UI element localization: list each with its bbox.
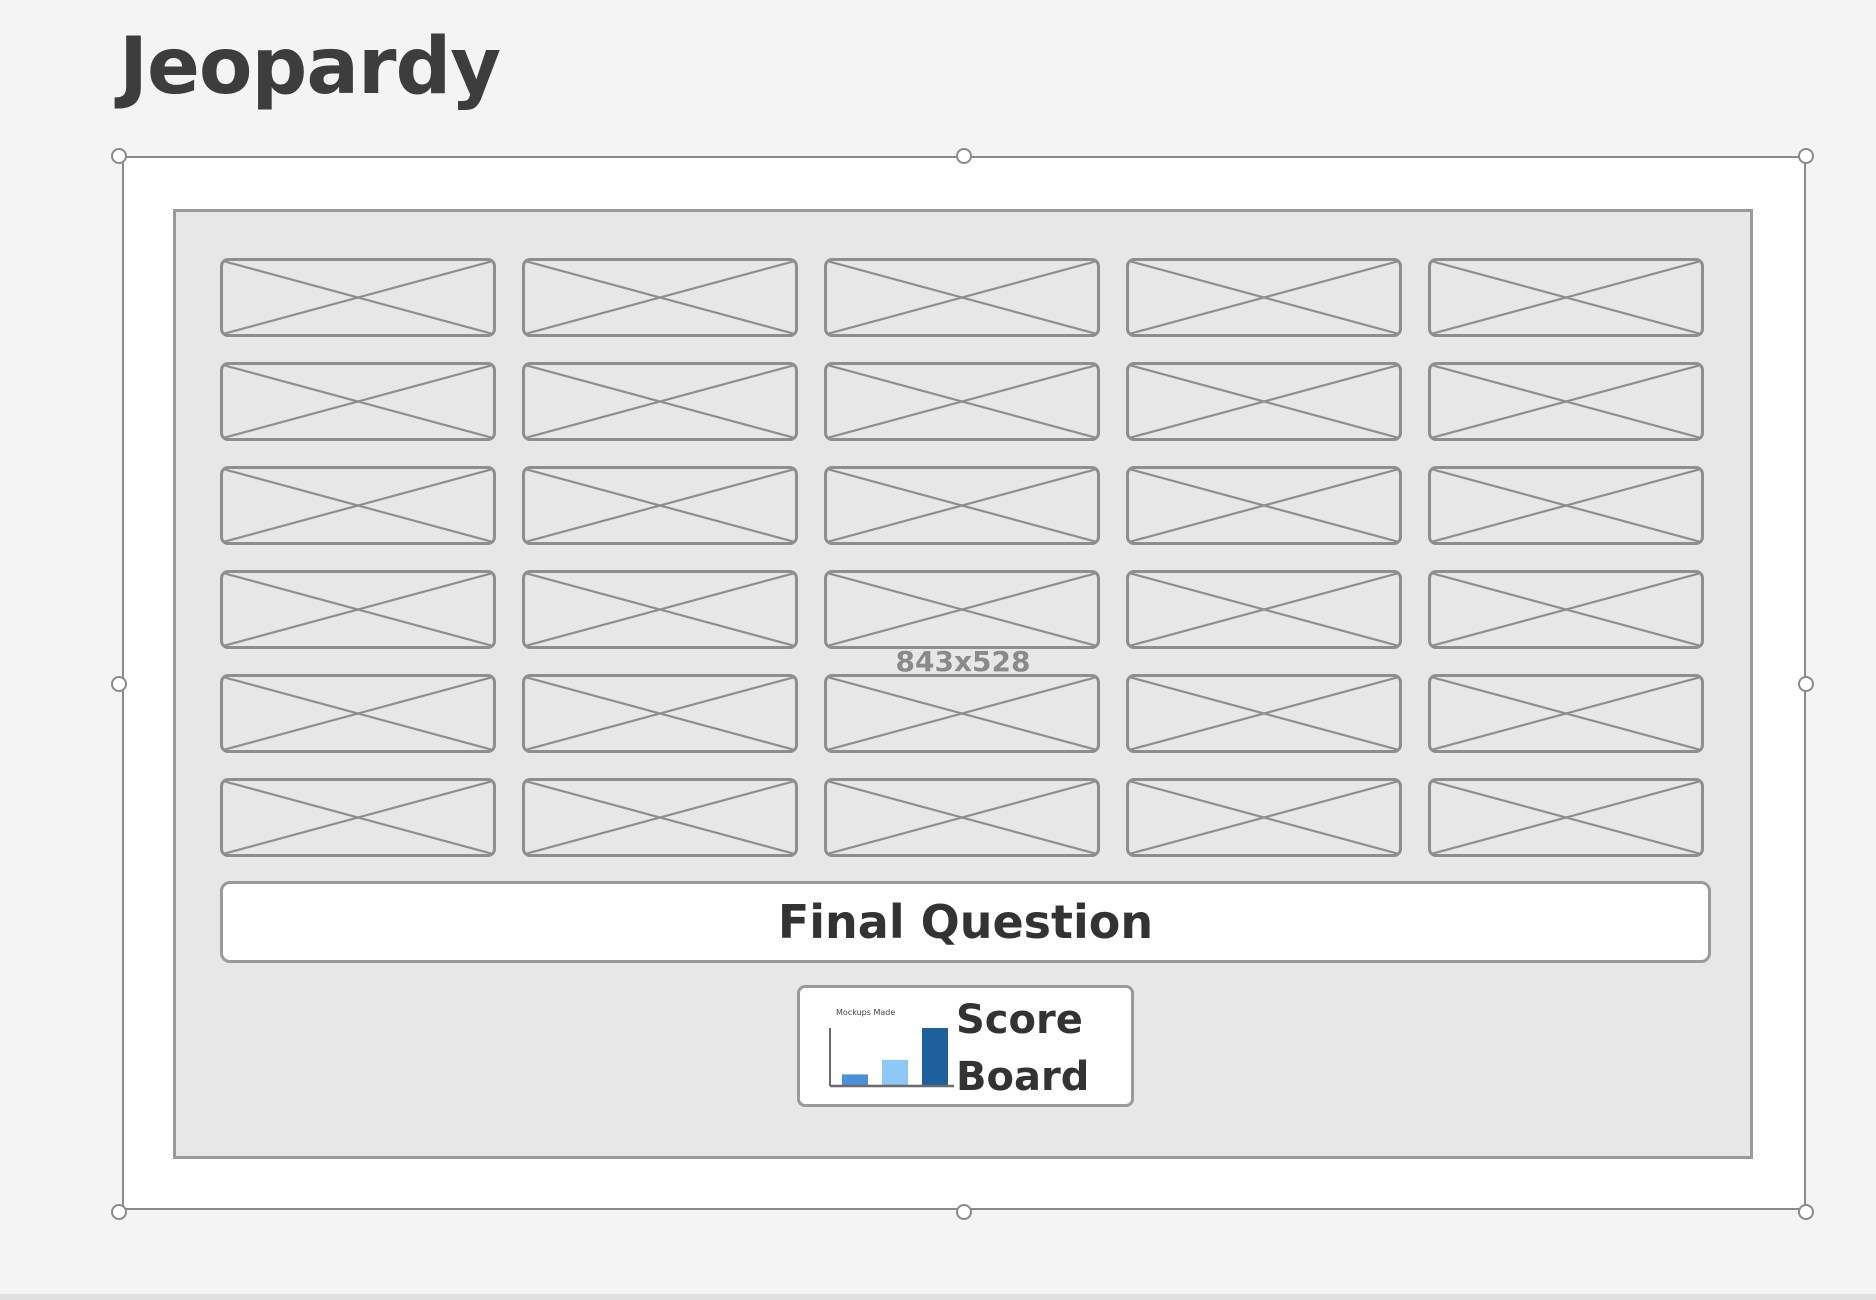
image-placeholder-r2-c4[interactable] [1126, 362, 1402, 441]
placeholder-cross-icon [223, 365, 493, 438]
placeholder-cross-icon [827, 261, 1097, 334]
image-placeholder-r5-c5[interactable] [1428, 674, 1704, 753]
chart-bar-2 [882, 1059, 908, 1086]
placeholder-cross-icon [223, 573, 493, 646]
image-placeholder-r1-c3[interactable] [824, 258, 1100, 337]
image-placeholder-r6-c1[interactable] [220, 778, 496, 857]
placeholder-cross-icon [1129, 781, 1399, 854]
resize-handle-middle-left[interactable] [111, 676, 127, 692]
image-placeholder-r6-c4[interactable] [1126, 778, 1402, 857]
placeholder-cross-icon [827, 781, 1097, 854]
placeholder-cross-icon [1431, 469, 1701, 542]
resize-handle-bottom-left[interactable] [111, 1204, 127, 1220]
image-placeholder-r4-c2[interactable] [522, 570, 798, 649]
resize-handle-bottom-right[interactable] [1798, 1204, 1814, 1220]
placeholder-cross-icon [223, 677, 493, 750]
image-placeholder-r1-c1[interactable] [220, 258, 496, 337]
image-placeholder-r3-c3[interactable] [824, 466, 1100, 545]
placeholder-cross-icon [1431, 677, 1701, 750]
placeholder-cross-icon [827, 469, 1097, 542]
chart-bar-1 [842, 1074, 868, 1086]
dimension-label: 843x528 [895, 645, 1031, 678]
image-placeholder-r6-c2[interactable] [522, 778, 798, 857]
bottom-divider [0, 1294, 1876, 1300]
placeholder-cross-icon [223, 781, 493, 854]
final-question-label: Final Question [777, 895, 1154, 949]
placeholder-cross-icon [525, 261, 795, 334]
placeholder-cross-icon [525, 573, 795, 646]
image-placeholder-r3-c2[interactable] [522, 466, 798, 545]
resize-handle-bottom-center[interactable] [956, 1204, 972, 1220]
placeholder-cross-icon [827, 573, 1097, 646]
image-placeholder-r3-c5[interactable] [1428, 466, 1704, 545]
page-title: Jeopardy [119, 22, 501, 112]
placeholder-cross-icon [1129, 261, 1399, 334]
placeholder-cross-icon [1431, 365, 1701, 438]
placeholder-cross-icon [223, 261, 493, 334]
image-placeholder-r4-c5[interactable] [1428, 570, 1704, 649]
placeholder-cross-icon [1129, 365, 1399, 438]
placeholder-cross-icon [1129, 677, 1399, 750]
resize-handle-top-center[interactable] [956, 148, 972, 164]
resize-handle-top-right[interactable] [1798, 148, 1814, 164]
image-placeholder-r5-c4[interactable] [1126, 674, 1402, 753]
image-placeholder-r3-c1[interactable] [220, 466, 496, 545]
image-placeholder-r6-c3[interactable] [824, 778, 1100, 857]
placeholder-cross-icon [827, 677, 1097, 750]
placeholder-cross-icon [525, 469, 795, 542]
placeholder-cross-icon [1129, 573, 1399, 646]
placeholder-cross-icon [1129, 469, 1399, 542]
image-placeholder-r1-c5[interactable] [1428, 258, 1704, 337]
placeholder-cross-icon [525, 677, 795, 750]
score-board-button[interactable]: Mockups Made Score Board [797, 985, 1134, 1107]
placeholder-cross-icon [223, 469, 493, 542]
image-placeholder-r3-c4[interactable] [1126, 466, 1402, 545]
chart-bar-3 [922, 1028, 948, 1086]
score-board-label: Score Board [956, 992, 1089, 1106]
placeholder-cross-icon [1431, 261, 1701, 334]
image-placeholder-r2-c1[interactable] [220, 362, 496, 441]
image-placeholder-r1-c4[interactable] [1126, 258, 1402, 337]
image-placeholder-r4-c3[interactable] [824, 570, 1100, 649]
placeholder-cross-icon [1431, 781, 1701, 854]
image-placeholder-r5-c2[interactable] [522, 674, 798, 753]
image-placeholder-r2-c2[interactable] [522, 362, 798, 441]
score-label-line2: Board [956, 1054, 1090, 1100]
placeholder-cross-icon [525, 365, 795, 438]
image-placeholder-r4-c1[interactable] [220, 570, 496, 649]
thumbnail-caption: Mockups Made [836, 1008, 896, 1017]
score-label-line1: Score [956, 997, 1083, 1043]
placeholder-cross-icon [1431, 573, 1701, 646]
placeholder-cross-icon [525, 781, 795, 854]
bar-chart-icon [829, 1028, 954, 1088]
resize-handle-top-left[interactable] [111, 148, 127, 164]
image-placeholder-r2-c3[interactable] [824, 362, 1100, 441]
image-placeholder-r2-c5[interactable] [1428, 362, 1704, 441]
image-placeholder-r5-c1[interactable] [220, 674, 496, 753]
placeholder-cross-icon [827, 365, 1097, 438]
jeopardy-board: 843x528 Final Question Mockups Made Scor… [173, 209, 1753, 1159]
image-placeholder-r1-c2[interactable] [522, 258, 798, 337]
final-question-button[interactable]: Final Question [220, 881, 1711, 963]
image-placeholder-r5-c3[interactable] [824, 674, 1100, 753]
image-placeholder-r6-c5[interactable] [1428, 778, 1704, 857]
image-placeholder-r4-c4[interactable] [1126, 570, 1402, 649]
resize-handle-middle-right[interactable] [1798, 676, 1814, 692]
